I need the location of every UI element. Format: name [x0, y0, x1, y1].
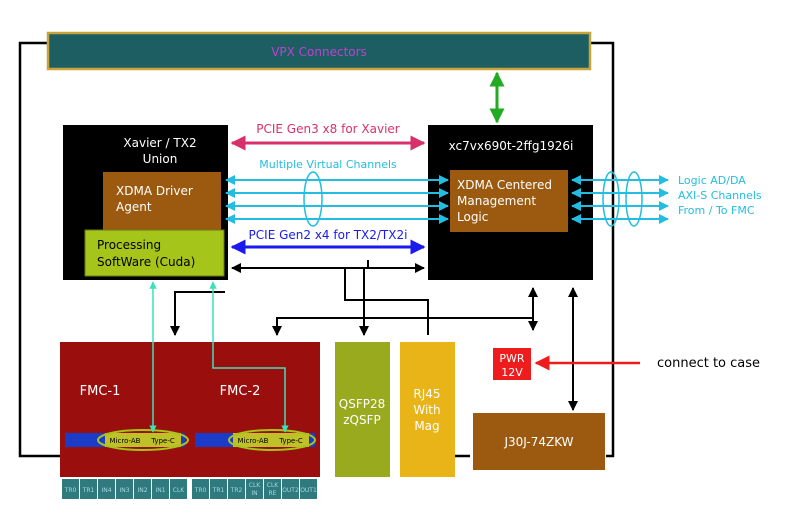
- fmc2-pin-label: TR2: [230, 487, 243, 494]
- fmc-side-line1: Logic AD/DA: [678, 174, 746, 187]
- fmc1-pin-label: IN2: [137, 487, 147, 494]
- fmc2-pin: [282, 479, 299, 499]
- fmc1-pin-label: IN3: [119, 487, 129, 494]
- fmc1-pin-label: IN4: [101, 487, 111, 494]
- qsfp-line2: zQSFP: [343, 413, 381, 427]
- fmc2-pin: [246, 479, 263, 499]
- xdma-driver-agent: [103, 172, 221, 230]
- pcie-gen2-label: PCIE Gen2 x4 for TX2/TX2i: [249, 228, 408, 242]
- qsfp28-module: [335, 342, 390, 477]
- virtual-channel-lines: [225, 175, 449, 224]
- fmc-side-bundle-2: [625, 171, 643, 227]
- pwr-line1: PWR: [499, 352, 525, 365]
- processing-line1: Processing: [97, 238, 161, 252]
- fmc2-pin: [228, 479, 245, 499]
- xdma-management-logic: [450, 170, 568, 232]
- fmc1-port-micro-ab: [105, 433, 145, 447]
- fmc2-pin: [192, 479, 209, 499]
- rj45-module: [400, 342, 455, 477]
- fmc1-pin: [80, 479, 97, 499]
- fmc-side-line3: From / To FMC: [678, 204, 755, 217]
- fmc2-pin-label: OUT1: [300, 487, 317, 494]
- fmc1-pin: [134, 479, 151, 499]
- fmc2-port1-label: Micro-AB: [238, 437, 269, 445]
- fmc1-board: [60, 342, 190, 477]
- fmc2-pin: [264, 479, 281, 499]
- pwr-line2: 12V: [501, 366, 523, 379]
- fmc-side-bundle-1: [602, 171, 620, 227]
- fmc1-pin: [170, 479, 187, 499]
- fpga-title: xc7vx690t-2ffg1926i: [449, 139, 574, 153]
- vpx-connectors-label: VPX Connectors: [271, 45, 367, 59]
- fmc2-pin-label: OUT2: [282, 487, 299, 494]
- pcie-gen3-label: PCIE Gen3 x8 for Xavier: [256, 122, 400, 136]
- usb-link-fmc2: [209, 281, 289, 433]
- fmc1-pin: [98, 479, 115, 499]
- fmc1-pin: [116, 479, 133, 499]
- chassis-frame-right: [590, 41, 615, 458]
- qsfp-line1: QSFP28: [339, 397, 385, 411]
- fmc2-pin: [210, 479, 227, 499]
- processing-line2: SoftWare (Cuda): [97, 255, 195, 269]
- fmc1-usb-ring: [97, 429, 189, 451]
- j30j-connector: [473, 413, 605, 470]
- fmc1-pin-label: CLK: [173, 487, 186, 494]
- chassis-frame: [18, 41, 60, 458]
- fmc1-pin-label: TR0: [64, 487, 77, 494]
- xavier-title-line1: Xavier / TX2: [123, 136, 196, 150]
- xdma-logic-line2: Management: [457, 194, 536, 208]
- fmc2-port-micro-ab: [233, 433, 273, 447]
- fmc2-pin-label: TR1: [212, 487, 225, 494]
- processing-software: [84, 229, 225, 277]
- fpga-connections: [420, 287, 578, 411]
- fmc-side-channel-lines: [571, 175, 669, 224]
- rj45-line2: With: [413, 403, 440, 417]
- fmc2-pin-label: CLK: [249, 482, 262, 489]
- fmc2-pin-label: TR0: [194, 487, 207, 494]
- fmc2-pin-label: IN: [251, 490, 257, 497]
- xavier-title-line2: Union: [143, 152, 178, 166]
- fmc1-pin-label: TR1: [82, 487, 95, 494]
- fmc2-label: FMC-2: [220, 384, 261, 399]
- rj45-line1: RJ45: [413, 387, 440, 401]
- xdma-driver-line1: XDMA Driver: [116, 184, 193, 198]
- virtual-channels-label: Multiple Virtual Channels: [259, 158, 397, 171]
- xdma-logic-line3: Logic: [457, 210, 488, 224]
- fmc1-pin-strip: TR0 TR1 IN4 IN3 IN2 IN1 CLK: [62, 479, 187, 499]
- fmc1-label: FMC-1: [80, 384, 121, 399]
- fmc2-board: [190, 342, 320, 477]
- vpx-connectors-bar: [46, 31, 592, 71]
- xdma-logic-line1: XDMA Centered: [457, 178, 552, 192]
- virtual-channel-bundle: [303, 171, 323, 227]
- fmc2-pin-label: RE: [269, 490, 277, 497]
- fmc2-pin-label: CLK: [267, 482, 280, 489]
- fmc2-port-type-c: [273, 433, 309, 447]
- fmc-side-line2: AXI-S Channels: [678, 189, 762, 202]
- fmc1-pin: [62, 479, 79, 499]
- case-label: connect to case: [657, 356, 760, 371]
- rj45-line3: Mag: [414, 419, 439, 433]
- fmc2-port2-label: Type-C: [278, 437, 303, 445]
- fmc1-port1-label: Micro-AB: [110, 437, 141, 445]
- pwr-12v-block: [493, 348, 531, 380]
- xdma-driver-line2: Agent: [116, 200, 152, 214]
- fmc1-pin: [152, 479, 169, 499]
- fmc1-port2-label: Type-C: [150, 437, 175, 445]
- fmc2-pin: [300, 479, 317, 499]
- fmc1-port-type-c: [145, 433, 181, 447]
- fmc1-pin-label: IN1: [155, 487, 165, 494]
- j30j-label: J30J-74ZKW: [503, 435, 573, 449]
